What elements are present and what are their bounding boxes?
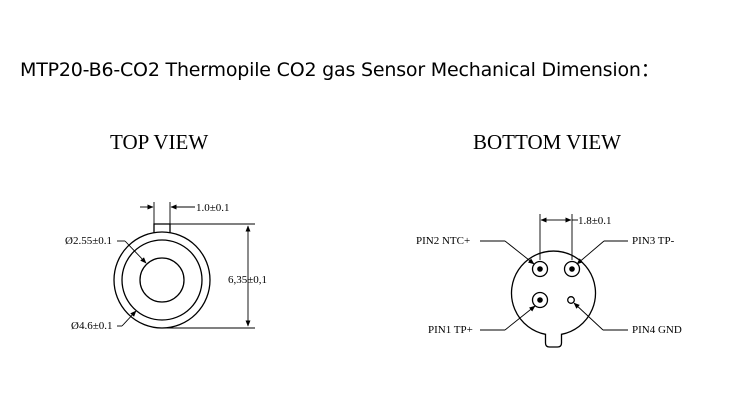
pin3-callout: PIN3 TP-	[576, 235, 675, 265]
pin-1	[531, 291, 549, 309]
pin4-callout: PIN4 GND	[573, 302, 682, 336]
dim-tab-width: 1.0±0.1	[140, 202, 230, 224]
dim-inner-diameter-label: Ø2.55±0.1	[65, 235, 112, 247]
dim-outer-diameter: Ø4.6±0.1	[71, 310, 137, 332]
dim-outer-diameter-label: Ø4.6±0.1	[71, 320, 112, 332]
top-view-title: TOP VIEW	[110, 130, 208, 154]
dim-pin-pitch: 1.8±0.1	[539, 214, 612, 260]
page-heading: MTP20-B6-CO2 Thermopile CO2 gas Sensor M…	[20, 59, 660, 81]
bottom-view-title: BOTTOM VIEW	[473, 130, 621, 154]
bottom-view-sensor-outline	[510, 250, 597, 348]
pin-2	[531, 260, 549, 278]
dim-tab-width-label: 1.0±0.1	[196, 202, 230, 214]
pin1-label: PIN1 TP+	[428, 324, 473, 336]
pin-3	[563, 260, 581, 278]
dim-pin-pitch-label: 1.8±0.1	[578, 215, 612, 227]
top-view: TOP VIEW 1.0±0.1 Ø2.55±0.1	[65, 130, 267, 332]
pin4-label: PIN4 GND	[632, 324, 682, 336]
pin-4	[567, 296, 575, 304]
pin2-label: PIN2 NTC+	[416, 235, 470, 247]
pin2-callout: PIN2 NTC+	[416, 235, 535, 265]
pin3-label: PIN3 TP-	[632, 235, 675, 247]
bottom-view: BOTTOM VIEW	[416, 130, 682, 348]
dim-inner-diameter: Ø2.55±0.1	[65, 235, 147, 264]
dim-height-label: 6,35±0,1	[228, 274, 267, 286]
pin1-callout: PIN1 TP+	[428, 305, 536, 336]
top-view-sensor-outline	[113, 223, 211, 329]
dim-height: 6,35±0,1	[162, 223, 267, 329]
